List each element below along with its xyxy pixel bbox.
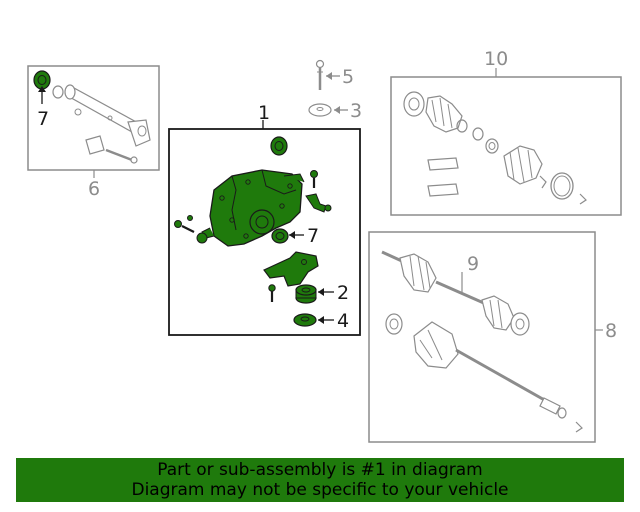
carrier-bolts[interactable] [174, 170, 332, 244]
callout-3: 3 [350, 100, 362, 122]
oil-seal-top[interactable] [270, 136, 288, 156]
callout-6: 6 [88, 178, 100, 200]
group-8-box [368, 231, 603, 443]
info-banner: Part or sub-assembly is #1 in diagram Di… [16, 458, 624, 502]
differential-carrier[interactable] [201, 169, 305, 247]
callout-5: 5 [342, 66, 354, 88]
callout-1: 1 [258, 102, 270, 124]
callout-7-center: 7 [307, 225, 319, 247]
mount-washer[interactable] [293, 313, 317, 327]
group-10-box [390, 68, 622, 216]
washer-item-3[interactable] [308, 103, 332, 117]
callout-4: 4 [337, 310, 349, 332]
callout-2: 2 [337, 282, 349, 304]
callout-7-left: 7 [37, 108, 49, 130]
parts-diagram: 1 2 3 4 5 6 7 7 8 9 10 [27, 48, 622, 443]
bracket-bolt[interactable] [268, 284, 276, 302]
oil-seal-center[interactable] [271, 228, 289, 244]
callout-10: 10 [484, 48, 508, 70]
callout-8: 8 [605, 320, 617, 342]
mount-cushion[interactable] [295, 284, 317, 304]
group-6-box [27, 65, 160, 178]
callout-9: 9 [467, 253, 479, 275]
banner-line-1: Part or sub-assembly is #1 in diagram [157, 460, 483, 480]
bolt-item-5[interactable] [315, 59, 325, 91]
banner-line-2: Diagram may not be specific to your vehi… [131, 480, 509, 500]
mount-bracket[interactable] [263, 251, 319, 287]
